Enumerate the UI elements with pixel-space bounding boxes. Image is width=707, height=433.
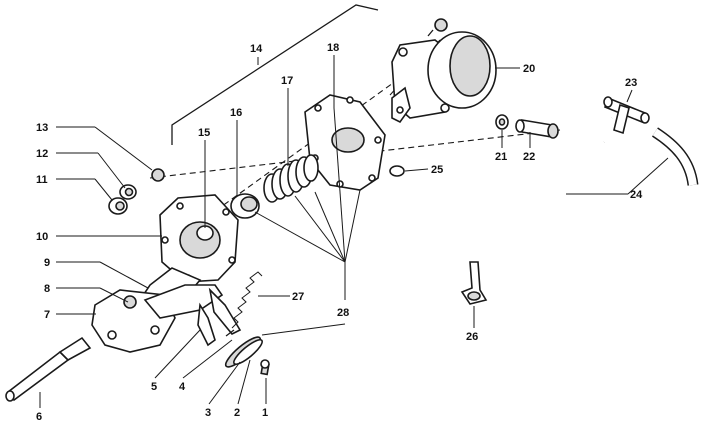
- callout-24: 24: [630, 189, 643, 201]
- pump-cover-part: [391, 31, 497, 124]
- washer-21-part: [495, 114, 509, 130]
- callout-21: 21: [495, 151, 507, 163]
- callout-26: 26: [466, 331, 478, 343]
- callout-23: 23: [625, 77, 637, 89]
- callout-11: 11: [36, 174, 48, 186]
- callout-13: 13: [36, 122, 48, 134]
- spring-part: [263, 154, 319, 203]
- callout-14: 14: [250, 43, 263, 55]
- callout-7: 7: [44, 309, 50, 321]
- cup-part: [230, 193, 260, 219]
- lever-part: [143, 284, 242, 347]
- banjo-bolt-22-part: [515, 119, 559, 139]
- callout-6: 6: [36, 411, 42, 423]
- group-bracket-14: [171, 4, 379, 145]
- diaphragm-plate-part: [304, 94, 386, 191]
- callout-20: 20: [523, 63, 535, 75]
- callout-28: 28: [337, 307, 349, 319]
- callout-9: 9: [44, 257, 50, 269]
- callout-labels: 14 13 12 11 10 9 8 7 15 16 17 18 20 21 2…: [36, 42, 643, 423]
- t-connector-23-part: [603, 96, 650, 135]
- clamp-26-part: [460, 261, 488, 305]
- callout-25: 25: [431, 164, 443, 176]
- callout-18: 18: [327, 42, 339, 54]
- callout-16: 16: [230, 107, 242, 119]
- callout-15: 15: [198, 127, 210, 139]
- callout-1: 1: [262, 407, 268, 419]
- callout-12: 12: [36, 148, 48, 160]
- screw-1-part: [260, 359, 270, 376]
- hose-clip-25-part: [389, 165, 405, 177]
- callout-4: 4: [179, 381, 186, 393]
- return-spring-part: [225, 271, 263, 337]
- fuel-hose-part: [391, 117, 699, 224]
- callout-8: 8: [44, 283, 50, 295]
- leader-lines: [39, 55, 669, 408]
- gasket-washer-part: [224, 336, 263, 368]
- callout-3: 3: [205, 407, 211, 419]
- callout-2: 2: [234, 407, 240, 419]
- callout-10: 10: [36, 231, 48, 243]
- fitting-11-part: [108, 197, 128, 215]
- callout-22: 22: [523, 151, 535, 163]
- callout-27: 27: [292, 291, 304, 303]
- push-rod-part: [5, 336, 92, 402]
- callout-17: 17: [281, 75, 293, 87]
- callout-5: 5: [151, 381, 157, 393]
- nut-13-part: [151, 168, 165, 182]
- fitting-12-part: [119, 184, 137, 200]
- screw-top-part: [427, 18, 448, 37]
